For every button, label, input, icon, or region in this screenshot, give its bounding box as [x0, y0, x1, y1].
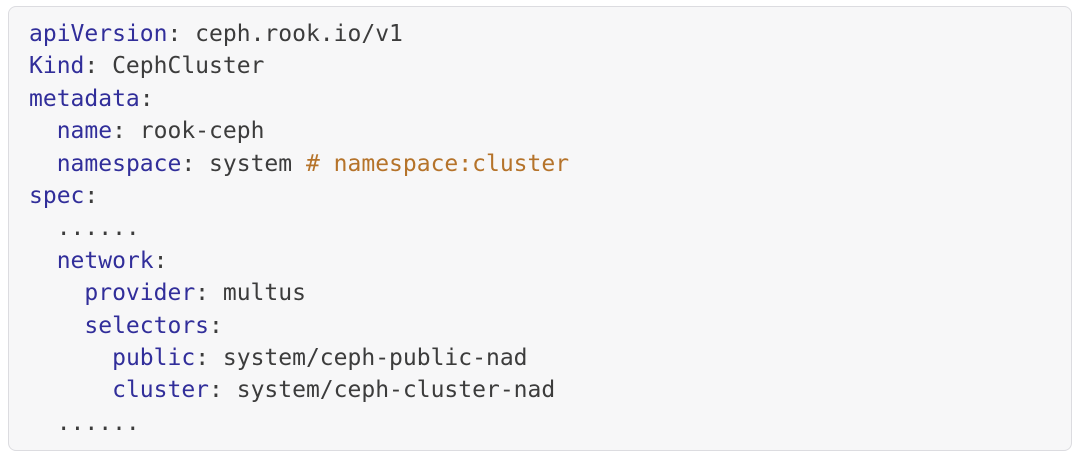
code-token-key: network	[56, 247, 154, 274]
code-token-plain	[29, 345, 112, 371]
code-token-key: spec	[29, 182, 85, 209]
code-token-key: metadata	[29, 85, 140, 112]
code-line: network:	[29, 245, 1051, 277]
code-line: apiVersion: ceph.rook.io/v1	[29, 18, 1051, 50]
code-token-plain: :	[153, 247, 168, 274]
code-token-plain	[29, 313, 84, 339]
code-token-plain	[29, 280, 84, 306]
code-token-plain: ......	[29, 409, 140, 436]
code-token-plain	[29, 248, 57, 274]
code-token-plain: : system	[181, 150, 306, 177]
code-line: cluster: system/ceph-cluster-nad	[29, 374, 1051, 406]
code-token-key: provider	[84, 280, 196, 307]
code-token-plain: :	[139, 85, 154, 112]
code-token-key: apiVersion	[29, 21, 168, 47]
code-token-plain	[29, 377, 112, 403]
code-line: ......	[29, 407, 1051, 439]
code-token-plain: : system/ceph-public-nad	[195, 344, 528, 371]
code-token-plain: :	[209, 312, 223, 339]
code-token-plain: : multus	[195, 280, 306, 307]
code-token-plain	[29, 151, 57, 177]
code-token-key: name	[56, 118, 113, 145]
code-token-key: selectors	[84, 312, 210, 339]
code-token-key: Kind	[29, 53, 85, 80]
code-line: namespace: system # namespace:cluster	[29, 148, 1051, 180]
code-token-key: public	[112, 344, 196, 371]
code-line: selectors:	[29, 310, 1051, 342]
code-token-plain: : ceph.rook.io/v1	[167, 21, 403, 47]
code-token-plain: ......	[29, 215, 140, 242]
code-token-plain: : CephCluster	[84, 53, 265, 80]
code-line: spec:	[29, 180, 1051, 212]
code-token-key: cluster	[112, 377, 210, 404]
code-line: public: system/ceph-public-nad	[29, 342, 1051, 374]
code-token-key: namespace	[56, 150, 182, 177]
code-token-plain: :	[84, 182, 99, 209]
code-line: metadata:	[29, 83, 1051, 115]
code-token-plain: : system/ceph-cluster-nad	[209, 377, 556, 404]
code-line: name: rook-ceph	[29, 115, 1051, 147]
code-line: ......	[29, 212, 1051, 244]
code-token-plain	[29, 118, 57, 144]
code-token-plain: : rook-ceph	[112, 118, 265, 145]
code-line: Kind: CephCluster	[29, 50, 1051, 82]
code-line: provider: multus	[29, 277, 1051, 309]
code-token-comment: # namespace:cluster	[305, 150, 570, 177]
